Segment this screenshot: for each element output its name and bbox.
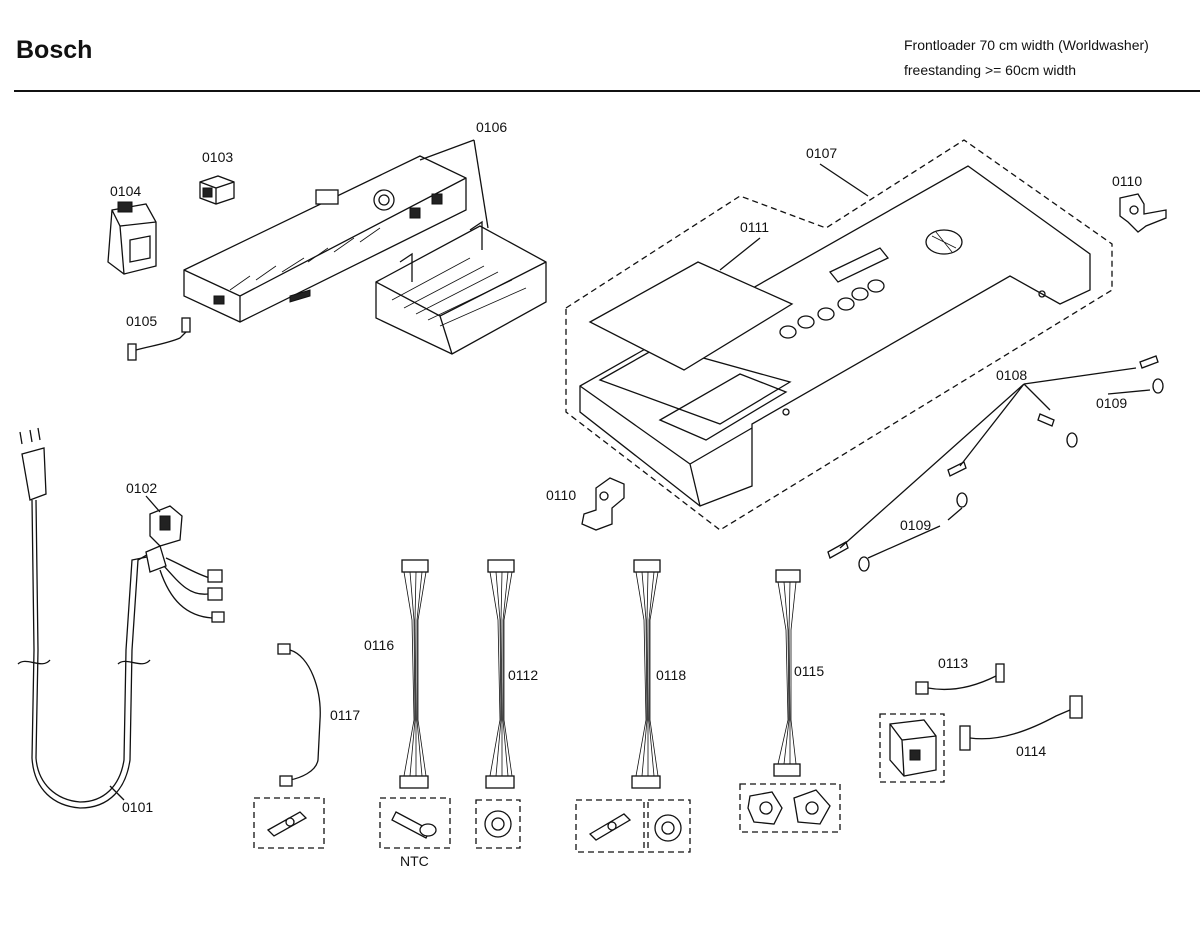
part-0116-harness <box>399 559 429 789</box>
part-0114-cable <box>959 695 1083 751</box>
callout-0104: 0104 <box>110 183 141 199</box>
label-ntc: NTC <box>400 853 429 869</box>
part-0118-harness <box>631 559 661 789</box>
callout-0114: 0114 <box>1016 743 1046 759</box>
part-0117-sensor <box>253 797 325 849</box>
callout-0115: 0115 <box>794 663 824 679</box>
part-0115-harness <box>773 569 801 777</box>
part-0117-harness <box>277 643 321 787</box>
callout-0117: 0117 <box>330 707 360 723</box>
callout-0109-lower: 0109 <box>900 517 931 533</box>
part-0106-control-module <box>183 155 467 323</box>
part-0105-cable <box>127 317 191 361</box>
callout-0112: 0112 <box>508 667 538 683</box>
callout-0106: 0106 <box>476 119 507 135</box>
part-0108-screws <box>827 355 1159 559</box>
part-0107-outline <box>565 139 1113 531</box>
callout-0111: 0111 <box>740 219 769 235</box>
model-note: freestanding >= 60cm width <box>904 62 1076 78</box>
callout-0103: 0103 <box>202 149 233 165</box>
part-0104-switch <box>107 201 157 275</box>
part-0102-connector <box>145 505 225 623</box>
part-0110-bracket-top <box>1119 193 1167 233</box>
callout-0113: 0113 <box>938 655 968 671</box>
callout-0110-upper: 0110 <box>1112 173 1142 189</box>
part-0101-mains-cable <box>17 427 153 809</box>
brand-title: Bosch <box>16 36 93 64</box>
callout-0102: 0102 <box>126 480 157 496</box>
part-ntc-sensor <box>379 797 451 849</box>
part-0112-harness <box>485 559 515 789</box>
part-0109-washers <box>858 378 1164 572</box>
callout-0107: 0107 <box>806 145 837 161</box>
part-0111-label-sheet <box>588 261 794 371</box>
part-0112-sensor <box>475 799 521 849</box>
callout-0108: 0108 <box>996 367 1027 383</box>
part-0110-bracket-bottom <box>581 477 625 531</box>
callout-0109-upper: 0109 <box>1096 395 1127 411</box>
callout-0101: 0101 <box>122 799 153 815</box>
part-0118-sensors <box>575 799 691 853</box>
part-0113-cable <box>915 663 1005 695</box>
part-0107-control-panel <box>579 165 1091 507</box>
callout-0110-lower: 0110 <box>546 487 576 503</box>
callout-0116: 0116 <box>364 637 394 653</box>
callout-0105: 0105 <box>126 313 157 329</box>
part-0115-valves <box>739 783 841 833</box>
part-0103-cube <box>199 175 235 205</box>
part-0114-switch <box>879 713 945 783</box>
header-rule <box>14 90 1200 92</box>
model-description: Frontloader 70 cm width (Worldwasher) <box>904 37 1149 53</box>
callout-0118: 0118 <box>656 667 686 683</box>
part-0106-tray <box>375 220 547 355</box>
